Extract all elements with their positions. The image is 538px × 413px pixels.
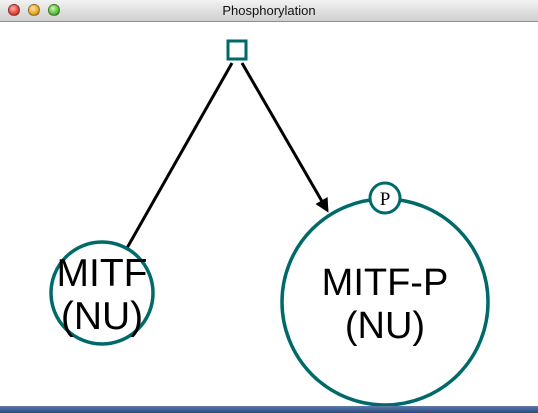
diagram-svg: MITF (NU) MITF-P (NU) P	[49, 39, 490, 407]
node-mitf-shape[interactable]	[49, 240, 155, 346]
consumption-edge[interactable]	[125, 62, 234, 249]
window-bottom-edge	[0, 406, 538, 413]
close-button[interactable]	[8, 4, 20, 16]
zoom-button[interactable]	[48, 4, 60, 16]
state-variable-p[interactable]: P	[368, 181, 402, 215]
minimize-button[interactable]	[28, 4, 40, 16]
node-mitf-p[interactable]: MITF-P (NU) P	[280, 181, 490, 407]
node-mitf[interactable]: MITF (NU)	[49, 240, 155, 346]
title-bar[interactable]: Phosphorylation	[0, 0, 538, 22]
production-edge[interactable]	[240, 62, 329, 213]
node-mitf-label-line2: (NU)	[61, 295, 143, 338]
node-mitf-label-line1: MITF	[57, 252, 148, 295]
state-variable-shape[interactable]	[368, 181, 402, 215]
node-mitf-p-label-line2: (NU)	[345, 305, 425, 347]
window-title: Phosphorylation	[222, 3, 316, 18]
diagram-canvas[interactable]: MITF (NU) MITF-P (NU) P	[0, 22, 538, 407]
state-variable-label: P	[380, 189, 391, 210]
node-mitf-p-label-line1: MITF-P	[322, 262, 449, 304]
process-node[interactable]	[226, 39, 248, 61]
